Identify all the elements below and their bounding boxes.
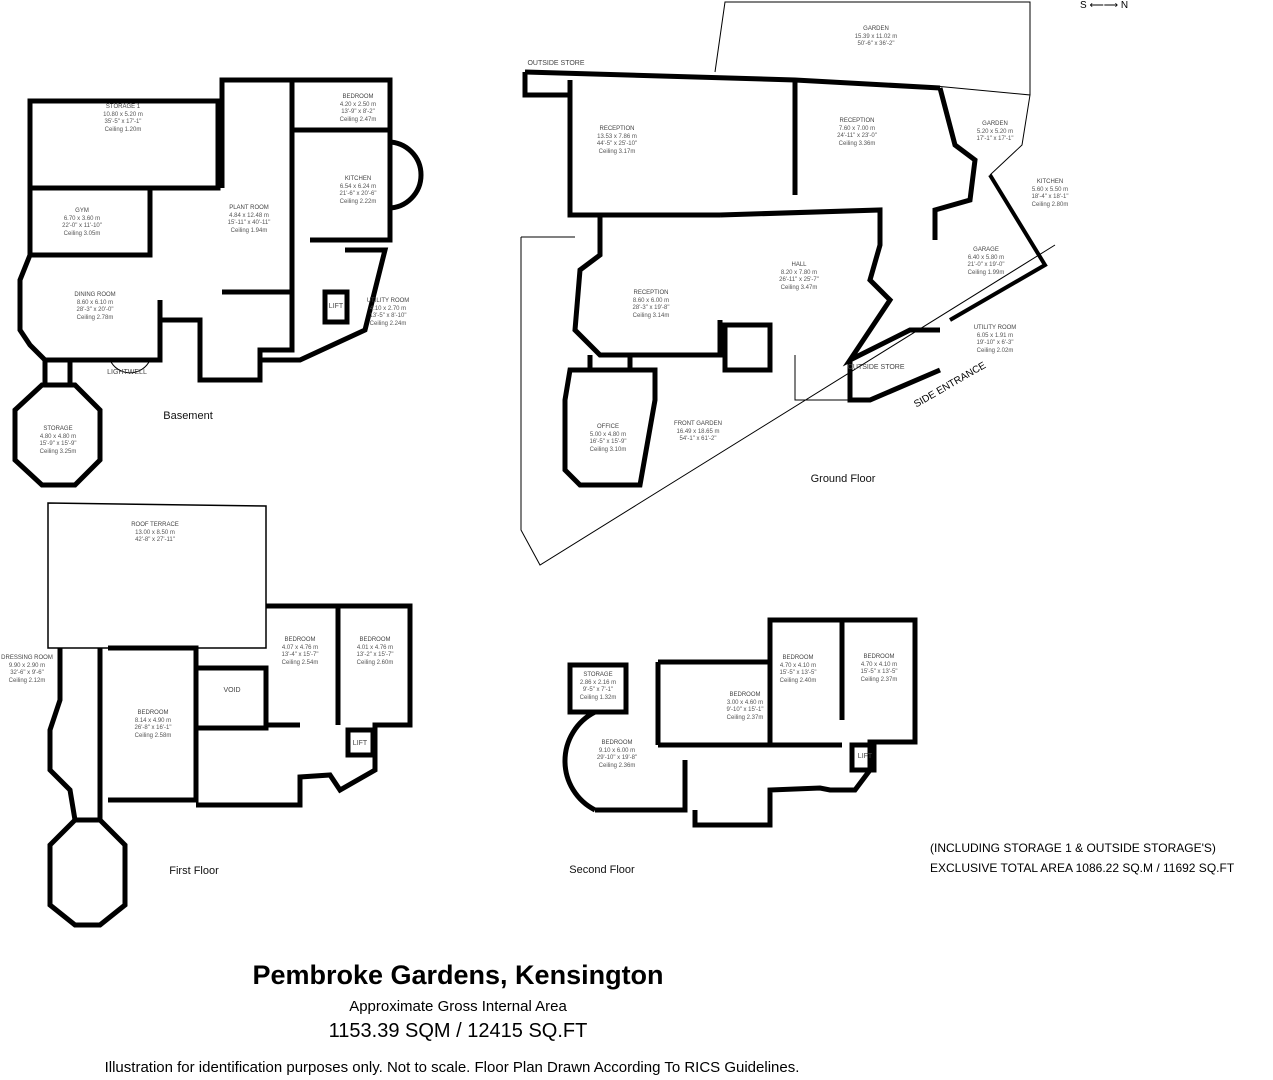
compass: S ⟵⟶ N xyxy=(1080,0,1128,11)
area-note-line2: EXCLUSIVE TOTAL AREA 1086.22 SQ.M / 1169… xyxy=(930,861,1235,875)
outside-store-label: OUTSIDE STORE xyxy=(847,364,905,371)
lightwell-label: LIGHTWELL xyxy=(107,369,147,376)
second-floor-walls xyxy=(562,617,918,828)
total-area: 1153.39 SQM / 12415 SQ.FT xyxy=(328,1020,588,1042)
disclaimer: Illustration for identification purposes… xyxy=(104,1059,800,1076)
ground-floor-boundaries xyxy=(520,1,1056,566)
floor-title-basement: Basement xyxy=(163,410,213,422)
lift-label: LIFT xyxy=(328,303,344,310)
ground-floor-walls xyxy=(522,69,1048,488)
first-floor-walls xyxy=(47,502,413,928)
outside-store-label: OUTSIDE STORE xyxy=(527,60,585,67)
lift-label: LIFT xyxy=(857,753,873,760)
floor-title-ground: Ground Floor xyxy=(810,473,876,485)
area-note-line1: (INCLUDING STORAGE 1 & OUTSIDE STORAGE'S… xyxy=(930,841,1216,855)
property-title: Pembroke Gardens, Kensington xyxy=(252,960,664,990)
arrow-icon: ⟵⟶ xyxy=(1089,0,1119,11)
lift-label: LIFT xyxy=(352,740,368,747)
compass-south: S xyxy=(1080,0,1087,11)
compass-north: N xyxy=(1120,0,1129,11)
basement-walls xyxy=(12,77,424,488)
void-label: VOID xyxy=(223,687,241,694)
area-subtitle: Approximate Gross Internal Area xyxy=(349,998,567,1015)
floor-title-second: Second Floor xyxy=(569,864,635,876)
floor-title-first: First Floor xyxy=(169,865,219,877)
